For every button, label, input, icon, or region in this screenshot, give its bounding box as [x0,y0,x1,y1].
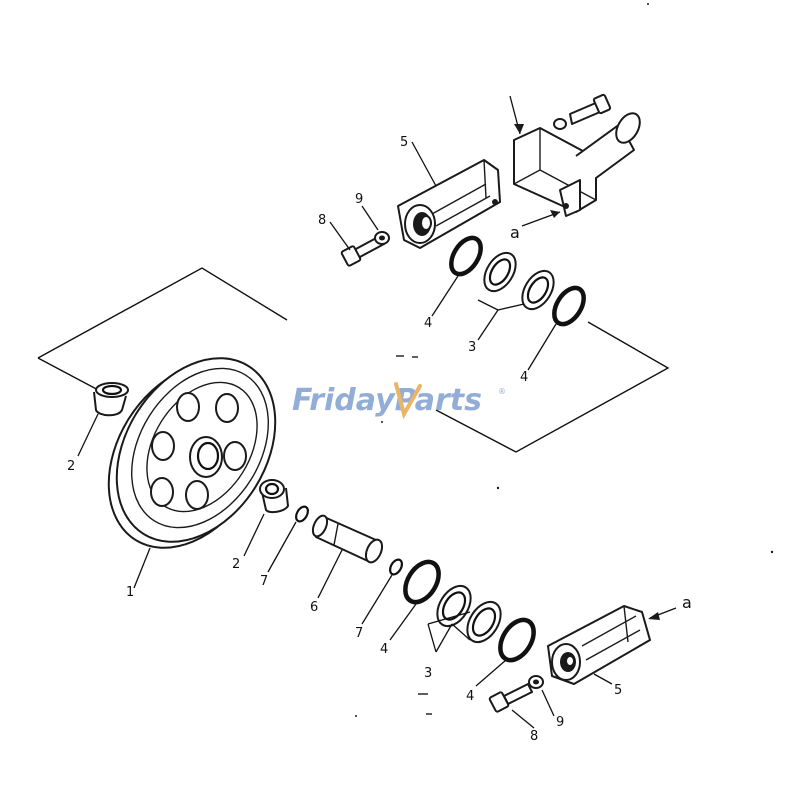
o-ring-small-right [389,558,403,576]
label-bearing-bottom: 5 [614,683,622,698]
watermark-text-a: Friday [292,383,396,418]
arrow-a-bottom [648,607,677,620]
seal-ring-4-top-b [552,285,586,327]
seal-ring-4-bottom-a [403,559,441,605]
label-washer-bottom: 9 [556,715,564,730]
watermark-text-b: Parts [395,383,482,418]
adjuster-cylinder [513,112,641,217]
watermark-registered: ® [498,387,506,396]
label-ring-4-bottom-b: 4 [466,689,474,704]
seal-3-bottom [436,584,502,644]
bearing-bottom [547,605,651,685]
seal-3-top [483,251,555,311]
part-labels: 2 1 2 7 6 7 4 3 4 8 9 5 a 5 9 8 a 4 3 4 [67,135,692,744]
cylinder-bolt [553,93,612,130]
label-ring-3-bottom: 3 [424,666,432,681]
label-bolt-top: 8 [318,213,326,228]
label-oring-7-b: 7 [355,626,363,641]
scan-specks [355,3,774,717]
shaft [311,514,384,564]
label-arrow-a-top: a [510,223,520,242]
label-bushing-right: 2 [232,557,240,572]
arrow-a-top [509,95,561,227]
label-ring-4-top-a: 4 [424,316,432,331]
leader-lines [77,141,613,729]
label-bearing-top: 5 [400,135,408,150]
label-wheel: 1 [126,585,134,600]
washer-top [374,231,390,245]
watermark-text: FridayParts [292,383,482,418]
washer-bottom [528,675,544,689]
bearing-top [397,159,501,249]
reference-frame-lines [37,267,670,453]
label-bushing-left: 2 [67,459,75,474]
bushing-left [93,382,129,417]
bushing-right [259,479,289,514]
label-bolt-bottom: 8 [530,729,538,744]
label-ring-4-top-b: 4 [520,370,528,385]
label-ring-4-bottom-a: 4 [380,642,388,657]
watermark-accent-mark [394,382,422,420]
label-washer-top: 9 [355,192,363,207]
bolt-bottom [488,683,533,713]
idler-wheel [107,357,277,549]
seal-ring-4-bottom-b [498,617,536,663]
label-shaft: 6 [310,600,318,615]
label-arrow-a-bottom: a [682,593,692,612]
o-ring-small-left [295,505,309,523]
label-ring-3-top: 3 [468,340,476,355]
watermark-logo: FridayParts ® [292,382,506,420]
seal-ring-4-top-a [449,235,483,277]
label-oring-7-a: 7 [260,574,268,589]
